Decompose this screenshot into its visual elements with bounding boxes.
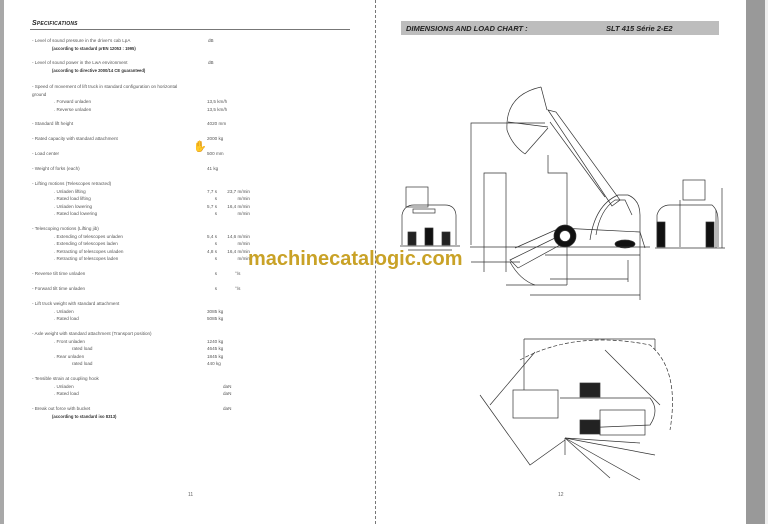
value: 41 kg — [207, 166, 219, 171]
page-number: 11 — [188, 492, 194, 498]
value: 500 mm — [207, 151, 224, 156]
spec-load-center: - Load center — [32, 151, 60, 156]
value: 13,5 km/h — [207, 106, 228, 112]
spec-rated-capacity: - Rated capacity with standard attachmen… — [32, 136, 118, 141]
spec-sound-pressure: - Level of sound pressure in the driver'… — [32, 38, 136, 51]
scrollbar-track-edge — [765, 0, 768, 524]
spec-breakout-force: - Break out force with bucket (according… — [32, 406, 117, 419]
spec-fork-weight: - Weight of forks (each) — [32, 166, 80, 171]
spec-forward-tilt: - Forward tilt time unladen — [32, 286, 86, 291]
header-model: SLT 415 Série 2-E2 — [606, 24, 673, 33]
header-title: DIMENSIONS AND LOAD CHART : — [406, 24, 528, 33]
hand-pointer-icon: ✋ — [193, 141, 207, 153]
spec-lifting-motions: - Lifting motions (Telescopes retracted)… — [32, 181, 112, 216]
spec-telescoping-motions: - Telescoping motions (Lifting jib) . Ex… — [32, 226, 124, 261]
value: dB — [208, 60, 214, 65]
spec-speed: - Speed of movement of lift truck in sta… — [32, 84, 178, 112]
page-number: 12 — [558, 492, 564, 498]
spec-sound-power: - Level of sound power in the LwA enviro… — [32, 60, 146, 73]
value: dB — [208, 38, 214, 43]
value: 2000 kg — [207, 136, 224, 141]
spec-lift-height: - Standard lift height — [32, 121, 74, 126]
spec-reverse-tilt: - Reverse tilt time unladen — [32, 271, 86, 276]
vertical-scrollbar[interactable] — [746, 0, 765, 524]
page-11: Specifications - Level of sound pressure… — [30, 0, 350, 524]
value: 4020 mm — [207, 121, 227, 126]
side-view-dimension-drawing — [400, 86, 725, 300]
left-scroll-edge — [0, 0, 4, 524]
spec-axle-weight: - Axle weight with standard attachment (… — [32, 331, 152, 366]
page-divider — [375, 0, 376, 524]
page-header-bar: DIMENSIONS AND LOAD CHART : SLT 415 Séri… — [401, 21, 719, 35]
top-view-turning-radius-drawing — [479, 338, 673, 481]
value: 13,5 km/h — [207, 99, 228, 104]
page-12: DIMENSIONS AND LOAD CHART : SLT 415 Séri… — [392, 0, 732, 524]
section-title: Specifications — [32, 20, 78, 27]
spec-truck-weight: - Lift truck weight with standard attach… — [32, 301, 120, 321]
watermark: machinecatalogic.com — [248, 248, 463, 270]
section-rule — [30, 29, 350, 30]
spec-tensile-strain: - Tensible strain at coupling hook . Unl… — [32, 376, 99, 396]
